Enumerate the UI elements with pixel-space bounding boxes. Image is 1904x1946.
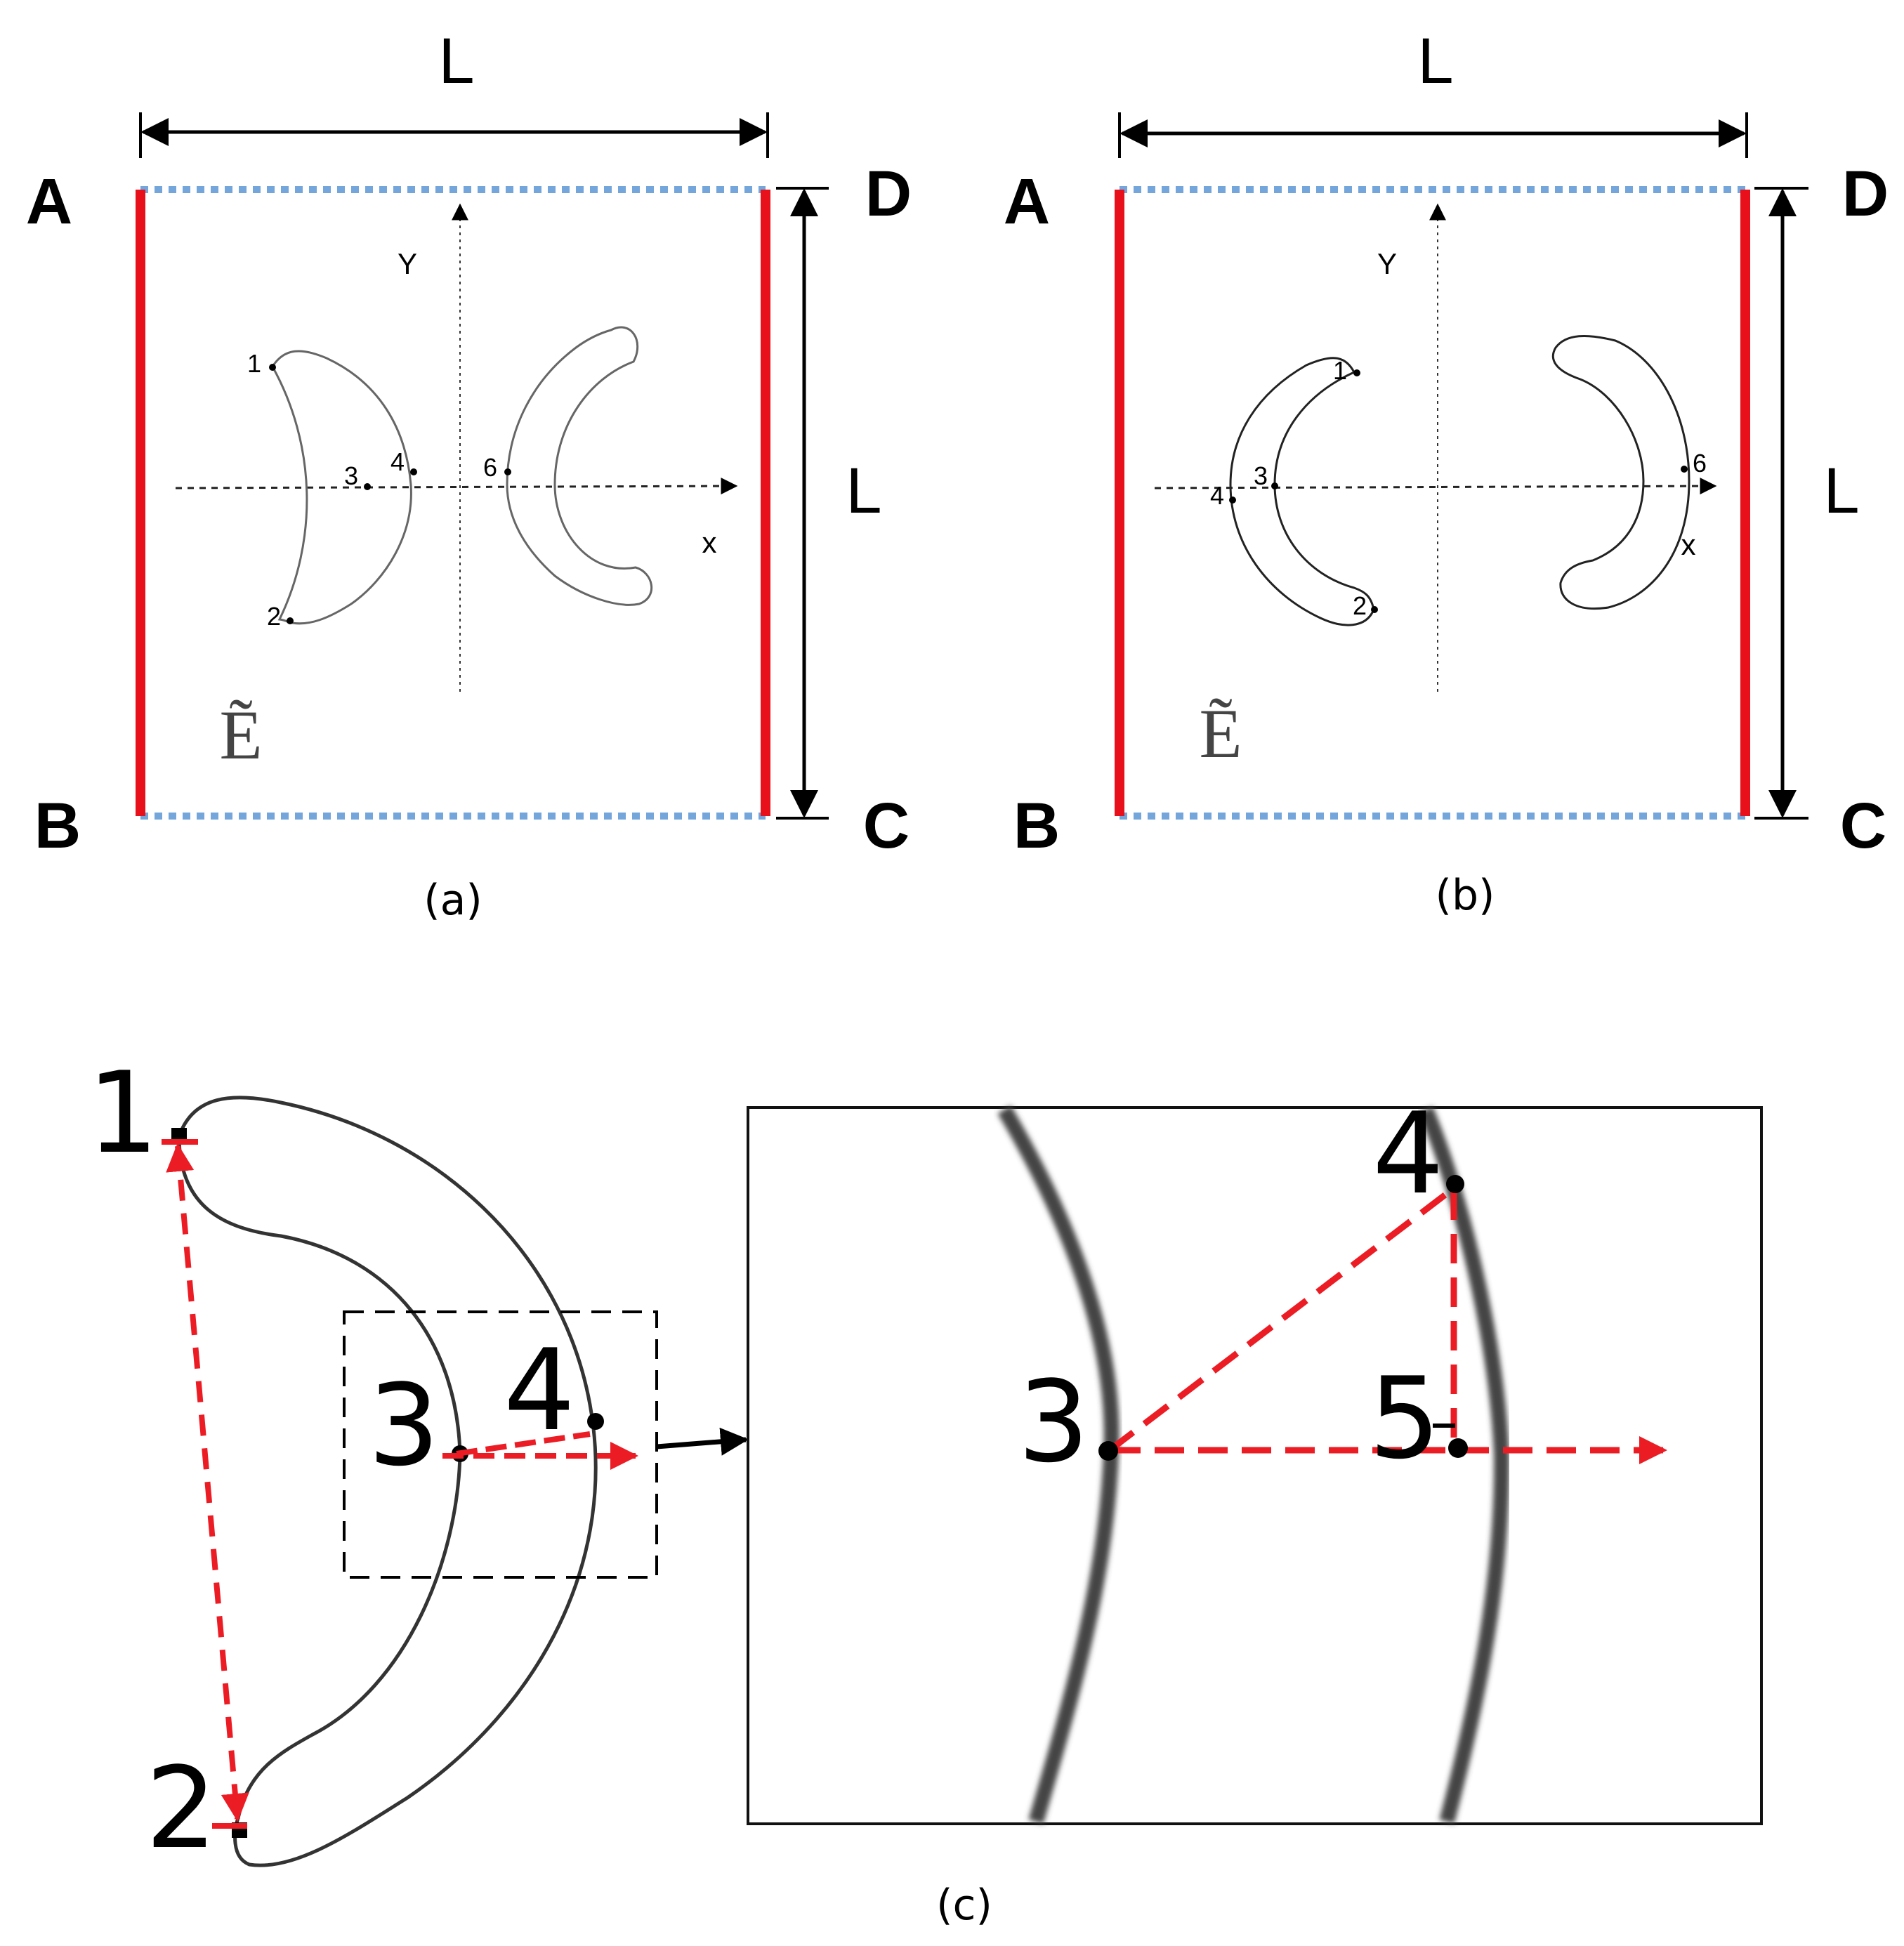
outer-contour-zoom [1418, 1106, 1510, 1824]
x-axis-label-b: x [1681, 528, 1696, 561]
zoom-inset: 3 4 5 [747, 1088, 1763, 1825]
caption-a: (a) [424, 876, 482, 925]
panel-b: L L A B C D Y x 1 2 3 4 6 Ẽ (b) [1004, 25, 1889, 920]
point-4-label: 4 [1210, 481, 1224, 510]
point-4-label: 4 [504, 1324, 575, 1456]
zoom-point-5-marker [1448, 1438, 1468, 1458]
right-inclusion-a [506, 326, 653, 606]
corner-a-label: A [26, 166, 72, 237]
right-inclusion-b [1551, 334, 1690, 610]
x-axis-a [175, 478, 738, 495]
point-1-marker [269, 364, 276, 371]
corner-b-label: B [1013, 790, 1060, 862]
corner-b-label: B [34, 790, 81, 862]
zoom-point-3-label: 3 [1018, 1356, 1089, 1487]
point-1-label: 1 [87, 1047, 159, 1178]
point-3-marker [1271, 482, 1278, 489]
point-3-marker [364, 483, 371, 490]
zoom-point-4-label: 4 [1372, 1088, 1444, 1219]
point-4-label: 4 [390, 447, 405, 476]
large-inclusion [177, 1096, 598, 1867]
domain-symbol-a: Ẽ [219, 696, 262, 774]
point-2-label: 2 [267, 602, 281, 631]
point-2-label: 2 [145, 1742, 217, 1874]
left-inclusion-a [271, 350, 412, 625]
corner-a-label: A [1004, 166, 1050, 237]
point-1-label: 1 [247, 349, 261, 378]
distance-3-4-line [456, 1431, 591, 1457]
dimension-top-b: L [1118, 25, 1748, 158]
corner-d-label: D [865, 158, 912, 230]
dimension-right-b: L [1754, 187, 1860, 820]
point-4-marker [410, 468, 417, 475]
dimension-right-a: L [776, 187, 882, 820]
point-3-label: 3 [344, 461, 358, 490]
panel-c: 1 2 3 4 3 4 5 (c) [87, 1047, 1763, 1930]
point-3-label: 3 [1254, 461, 1268, 490]
point-3-label: 3 [368, 1360, 440, 1491]
hypotenuse-3-4 [1108, 1185, 1456, 1453]
point-1-marker [1353, 369, 1360, 376]
corner-c-label: C [1840, 790, 1886, 862]
x-axis-label-a: x [702, 526, 717, 559]
point-2-marker [1371, 606, 1378, 613]
panel-a: L L A B C D Y x 1 2 3 [26, 25, 912, 925]
caption-c: (c) [936, 1881, 992, 1930]
corner-d-label: D [1842, 158, 1889, 230]
zoom-point-4-marker [1446, 1175, 1464, 1193]
point-2-marker [287, 617, 294, 624]
dimension-top-a: L [139, 25, 769, 158]
domain-symbol-b: Ẽ [1199, 695, 1242, 773]
dim-top-label: L [1417, 25, 1453, 97]
x-axis-b [1154, 478, 1717, 495]
point-4-marker [1229, 497, 1236, 504]
point-6-marker [504, 468, 511, 475]
point-6-label: 6 [1693, 449, 1707, 478]
dim-right-label: L [846, 455, 881, 527]
point-4-marker [587, 1413, 604, 1430]
left-inclusion-b [1229, 357, 1375, 626]
dim-top-label: L [438, 25, 474, 97]
y-axis-label-a: Y [398, 247, 417, 280]
zoom-point-3-marker [1098, 1441, 1118, 1461]
point-6-label: 6 [483, 453, 497, 482]
point-1-label: 1 [1333, 356, 1347, 385]
point-2-label: 2 [1353, 591, 1367, 620]
caption-b: (b) [1436, 871, 1495, 920]
dim-right-label: L [1823, 455, 1859, 527]
corner-c-label: C [863, 790, 910, 862]
zoom-point-5-label: 5 [1369, 1353, 1440, 1484]
point-6-marker [1681, 466, 1688, 473]
y-axis-label-b: Y [1377, 247, 1397, 280]
zoom-connector-arrow [656, 1427, 749, 1456]
distance-1-2-arrow [166, 1143, 249, 1822]
